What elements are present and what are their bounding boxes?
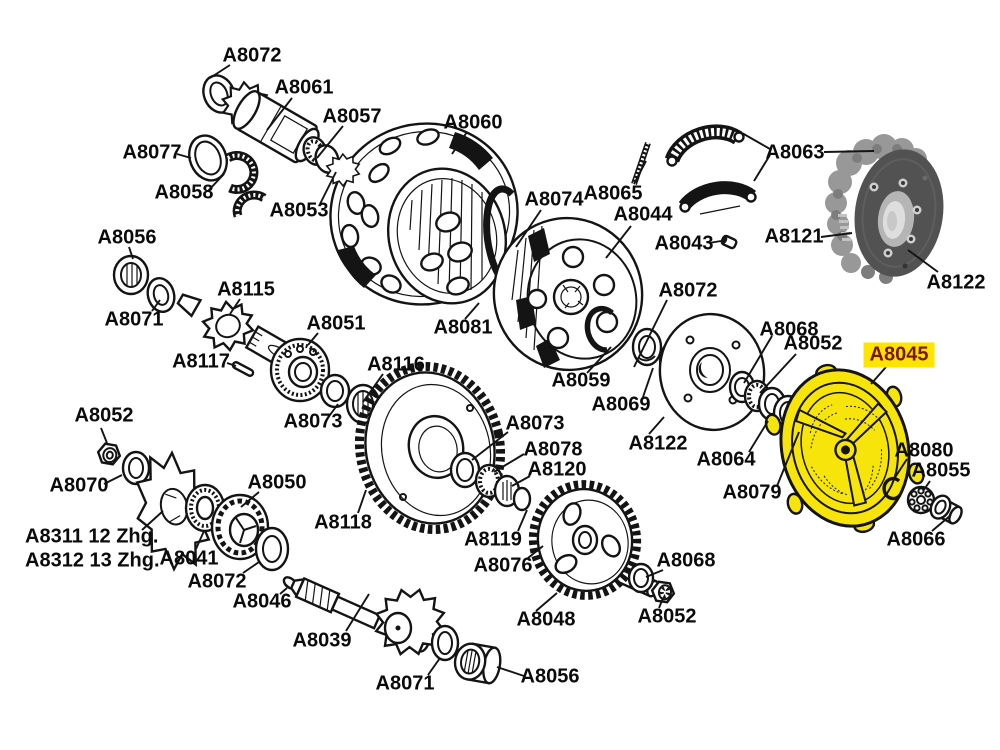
- part-label-a8119: A8119: [464, 528, 522, 551]
- leader-lines: [100, 64, 952, 677]
- clutch-shoes-a8063-drawing: [664, 124, 757, 215]
- part-label-a8117: A8117: [172, 350, 230, 373]
- part-label-a8122-photo: A8122: [926, 271, 986, 294]
- part-label-a8048: A8048: [516, 608, 576, 631]
- clutch-photo: [825, 134, 944, 284]
- part-label-a8056-bot: A8056: [520, 665, 580, 688]
- part-label-a8073-left: A8073: [283, 410, 343, 433]
- part-label-a8053: A8053: [269, 199, 329, 222]
- snap-ring-a8074-drawing: [483, 185, 515, 285]
- part-label-a8066: A8066: [886, 528, 946, 551]
- part-label-a8077: A8077: [122, 141, 182, 164]
- part-label-a8051: A8051: [306, 312, 366, 335]
- clutch-basket-a8060-drawing: [329, 122, 519, 306]
- pin-a8043-drawing: [720, 234, 738, 250]
- part-label-a8081: A8081: [433, 316, 493, 339]
- part-label-a8072-bot: A8072: [187, 570, 247, 593]
- part-label-a8043: A8043: [654, 232, 714, 255]
- clutch-basket-a8044-drawing: [492, 216, 644, 372]
- part-label-a8065: A8065: [583, 182, 643, 205]
- part-label-a8069: A8069: [591, 393, 651, 416]
- part-label-a8071-left: A8071: [104, 308, 164, 331]
- backing-disc-a8122-drawing: [658, 312, 766, 432]
- part-label-a8074: A8074: [524, 188, 584, 211]
- secondary-gear-a8076-a8048-drawing: [528, 480, 676, 604]
- part-label-a8064: A8064: [696, 448, 756, 471]
- bearing-shells-drawing: [188, 134, 267, 218]
- part-label-a8312: A8312 13 Zhg.: [25, 549, 160, 572]
- part-label-a8061: A8061: [274, 76, 334, 99]
- part-label-a8055: A8055: [911, 459, 971, 482]
- part-label-a8073-mid: A8073: [505, 412, 565, 435]
- part-label-a8059: A8059: [551, 369, 611, 392]
- part-label-a8118: A8118: [314, 511, 372, 534]
- part-label-a8311: A8311 12 Zhg.: [25, 525, 159, 548]
- part-label-a8120: A8120: [527, 458, 587, 481]
- part-label-a8058: A8058: [154, 181, 214, 204]
- part-label-a8068-bot: A8068: [656, 549, 716, 572]
- sprocket-assembly-drawing: [96, 442, 298, 590]
- part-label-a8116: A8116: [367, 353, 425, 376]
- part-label-a8078: A8078: [523, 438, 583, 461]
- part-label-a8056-left: A8056: [97, 226, 157, 249]
- clutch-cover-a8045-highlighted: [764, 363, 925, 534]
- part-label-a8050: A8050: [247, 471, 307, 494]
- part-label-a8060: A8060: [443, 111, 503, 134]
- mainshaft-assembly-drawing: [112, 254, 381, 425]
- part-label-a8076: A8076: [473, 554, 533, 577]
- spring-a8065-drawing: [631, 142, 651, 185]
- part-label-a8052-top: A8052: [783, 332, 843, 355]
- part-label-a8052-bot: A8052: [637, 605, 697, 628]
- part-label-a8071-bot: A8071: [375, 672, 435, 695]
- part-label-a8045-highlighted: A8045: [863, 342, 935, 368]
- part-label-a8068-top: A8068: [759, 318, 819, 341]
- part-label-a8063: A8063: [765, 141, 825, 164]
- part-label-a8080: A8080: [894, 439, 954, 462]
- part-label-a8115: A8115: [217, 278, 275, 301]
- part-label-a8041: A8041: [159, 547, 219, 570]
- gear-spacers-bearings-drawing: [449, 451, 532, 512]
- part-label-a8044: A8044: [613, 203, 673, 226]
- part-label-a8072-mid: A8072: [658, 279, 718, 302]
- shaft-assembly-a8061-drawing: [202, 74, 361, 188]
- part-label-a8070: A8070: [49, 474, 109, 497]
- part-label-a8039: A8039: [292, 629, 352, 652]
- part-label-a8072-top: A8072: [222, 44, 282, 67]
- countershaft-a8039-drawing: [289, 576, 502, 685]
- part-label-a8057: A8057: [322, 105, 382, 128]
- part-label-a8052-left: A8052: [74, 404, 134, 427]
- part-label-a8122-mid: A8122: [628, 432, 688, 455]
- part-label-a8079: A8079: [722, 481, 782, 504]
- part-label-a8121: A8121: [764, 225, 824, 248]
- part-label-a8046: A8046: [232, 590, 292, 613]
